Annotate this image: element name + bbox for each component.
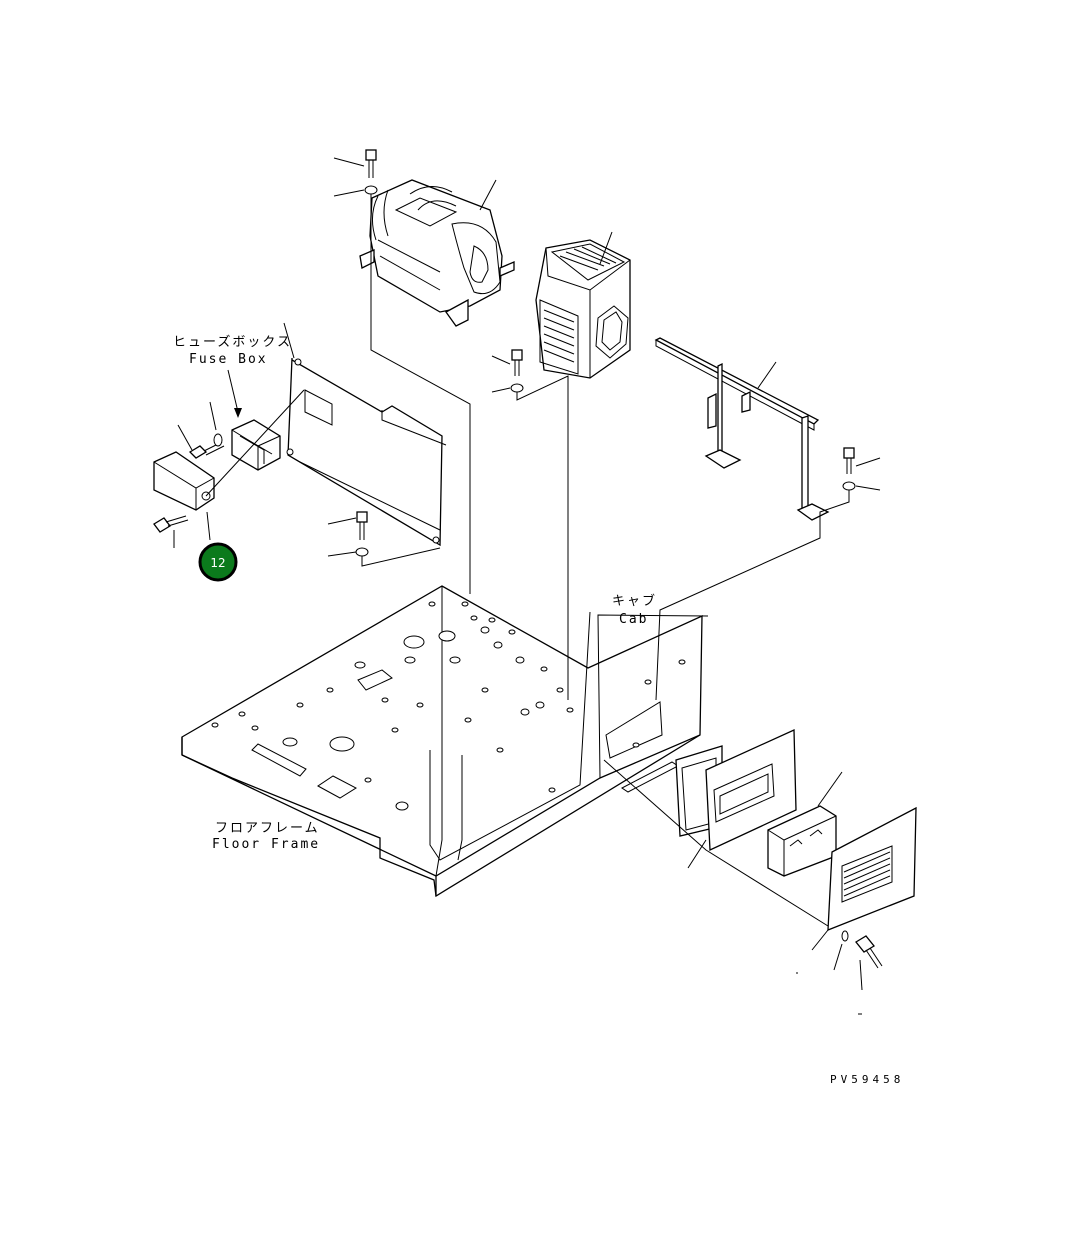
cab-label-en: Cab	[619, 612, 648, 627]
floor-frame-label: フロアフレーム Floor Frame	[212, 821, 320, 852]
floor-frame-label-jp: フロアフレーム	[215, 821, 320, 836]
fuse-box-label: ヒューズボックス Fuse Box	[173, 334, 292, 367]
floor-frame	[181, 585, 709, 898]
mounting-plate	[283, 322, 447, 547]
fuse-box	[153, 369, 305, 511]
duct-assembly	[603, 729, 917, 1015]
plate-bolt	[327, 511, 441, 567]
drawing-id: PV59458	[830, 1073, 904, 1086]
callout-number: 12	[210, 556, 225, 570]
air-conditioner-unit	[333, 149, 515, 594]
cab-label-jp: キャブ	[612, 593, 657, 609]
fuse-box-label-en: Fuse Box	[189, 352, 268, 367]
fuse-box-label-jp: ヒューズボックス	[173, 334, 292, 350]
fuse-box-fasteners	[153, 401, 225, 548]
cab-label: キャブ Cab	[612, 593, 657, 627]
frame-bracket	[654, 337, 881, 701]
floor-frame-label-en: Floor Frame	[212, 837, 320, 852]
callout-badge[interactable]: 12	[198, 542, 238, 582]
heater-unit	[491, 231, 631, 700]
